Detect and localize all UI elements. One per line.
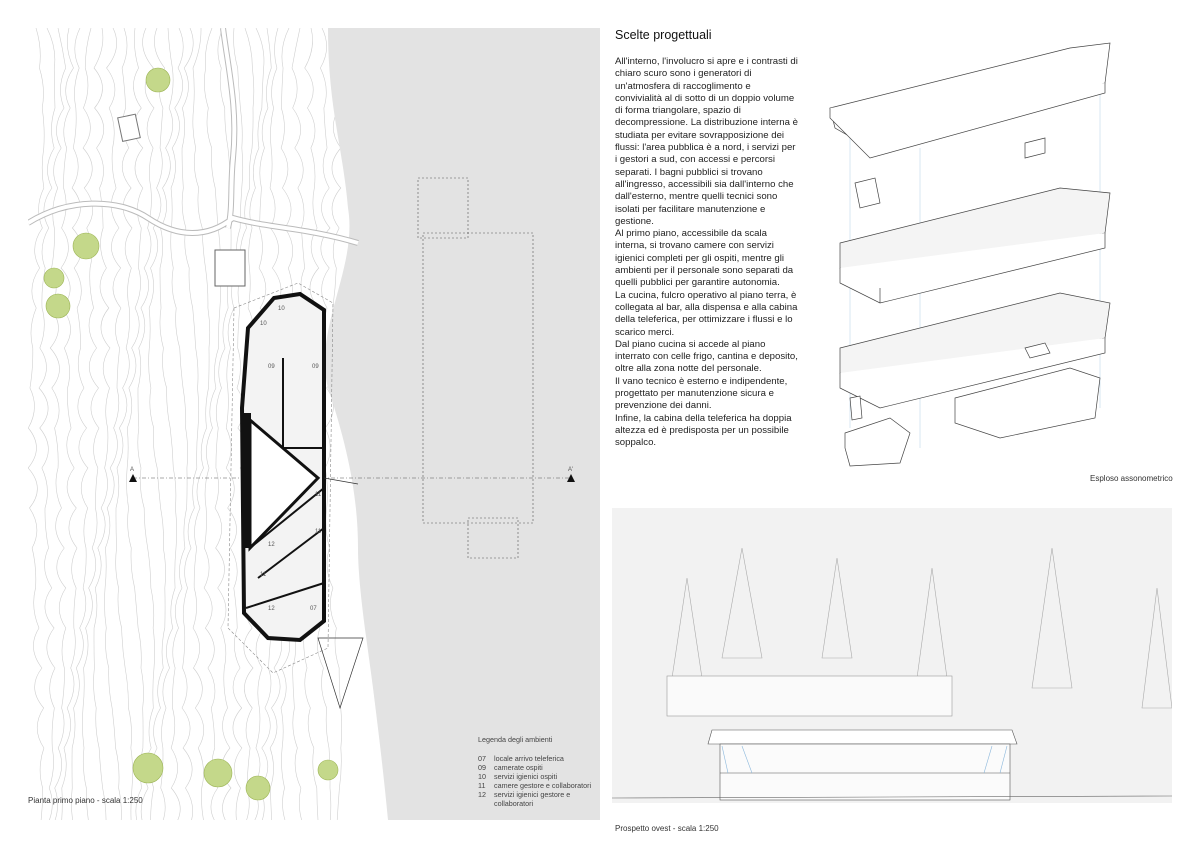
paragraph: Il vano tecnico è esterno e indipendente… xyxy=(615,375,788,412)
room-label: 09 xyxy=(312,364,319,370)
legend-label: locale arrivo teleferica xyxy=(494,754,564,763)
legend: Legenda degli ambienti 07 locale arrivo t… xyxy=(478,735,598,808)
room-label: 11 xyxy=(315,529,322,535)
legend-num: 09 xyxy=(478,763,486,772)
contour-line xyxy=(236,28,255,820)
room-label: 10 xyxy=(278,306,285,312)
river xyxy=(324,28,600,820)
legend-num: 07 xyxy=(478,754,486,763)
contour-line xyxy=(159,28,178,820)
legend-num: 11 xyxy=(478,781,486,790)
paragraph: Dal piano cucina si accede al piano inte… xyxy=(615,338,798,375)
legend-title: Legenda degli ambienti xyxy=(478,735,553,744)
legend-label: camerate ospiti xyxy=(494,763,543,772)
axonometric-caption: Esploso assonometrico xyxy=(1090,474,1173,483)
section-mark-a: A xyxy=(130,467,134,473)
design-choices-text: Scelte progettuali All'interno, l'involu… xyxy=(615,28,800,450)
paragraph: All'interno, l'involucro si apre e i con… xyxy=(615,56,798,227)
section-title: Scelte progettuali xyxy=(615,28,712,42)
legend-item: 07 locale arrivo teleferica xyxy=(478,754,598,763)
legend-label: servizi igienici ospiti xyxy=(494,772,558,781)
paragraph: Infine, la cabina della teleferica ha do… xyxy=(615,412,792,449)
contour-line xyxy=(71,28,89,820)
contour-line xyxy=(225,28,244,820)
background-hut xyxy=(666,675,953,717)
legend-num: 10 xyxy=(478,772,486,781)
legend-num: 12 xyxy=(478,790,486,799)
contour-line xyxy=(170,28,188,820)
room-label: 07 xyxy=(310,606,317,612)
contour-line xyxy=(214,28,233,820)
legend-label: servizi igienici gestore e collaboratori xyxy=(494,790,571,808)
room-label: 12 xyxy=(268,606,275,612)
contour-line xyxy=(60,28,78,820)
tech-room xyxy=(844,417,911,467)
room-label: 09 xyxy=(268,364,275,370)
section-mark-a-prime: A' xyxy=(568,467,573,473)
room-label: 10 xyxy=(260,321,267,327)
room-label: 11 xyxy=(260,572,267,578)
building-body xyxy=(719,743,1011,801)
contour-line xyxy=(203,28,222,820)
plan-caption: Pianta primo piano - scala 1:250 xyxy=(28,796,143,805)
contour-line xyxy=(82,28,100,820)
contour-line xyxy=(192,28,211,820)
axonometric-drawing xyxy=(829,42,1111,467)
room-label: 12 xyxy=(268,542,275,548)
exploded-axonometric: Esploso assonometrico xyxy=(800,28,1190,483)
contour-line xyxy=(137,28,155,820)
paragraph: Al primo piano, accessibile da scala int… xyxy=(615,228,794,289)
elevation-drawing xyxy=(612,547,1172,801)
contour-line xyxy=(148,28,166,820)
trees xyxy=(43,67,339,801)
contour-line xyxy=(93,28,111,820)
legend-item: 09 camerate ospiti xyxy=(478,763,598,772)
contour-line xyxy=(38,28,56,820)
contour-line xyxy=(28,28,45,820)
basement xyxy=(954,367,1101,439)
legend-label: camere gestore e collaboratori xyxy=(494,781,592,790)
contour-line xyxy=(49,28,67,820)
legend-item: 11 camere gestore e collaboratori xyxy=(478,781,598,790)
contour-line xyxy=(126,28,144,820)
room-label: 11 xyxy=(315,492,322,498)
west-elevation xyxy=(612,508,1172,803)
elevation-caption: Prospetto ovest - scala 1:250 xyxy=(615,824,719,833)
contour-line xyxy=(115,28,133,820)
contour-line xyxy=(181,28,200,820)
hut xyxy=(117,113,141,142)
shed xyxy=(214,249,246,287)
contour-line xyxy=(104,28,122,820)
legend-item: 10 servizi igienici ospiti xyxy=(478,772,598,781)
paragraph: La cucina, fulcro operativo al piano ter… xyxy=(615,289,798,338)
legend-item: 12 servizi igienici gestore e collaborato… xyxy=(478,790,598,808)
building-roof xyxy=(707,729,1018,745)
cableway-outline xyxy=(417,177,534,559)
